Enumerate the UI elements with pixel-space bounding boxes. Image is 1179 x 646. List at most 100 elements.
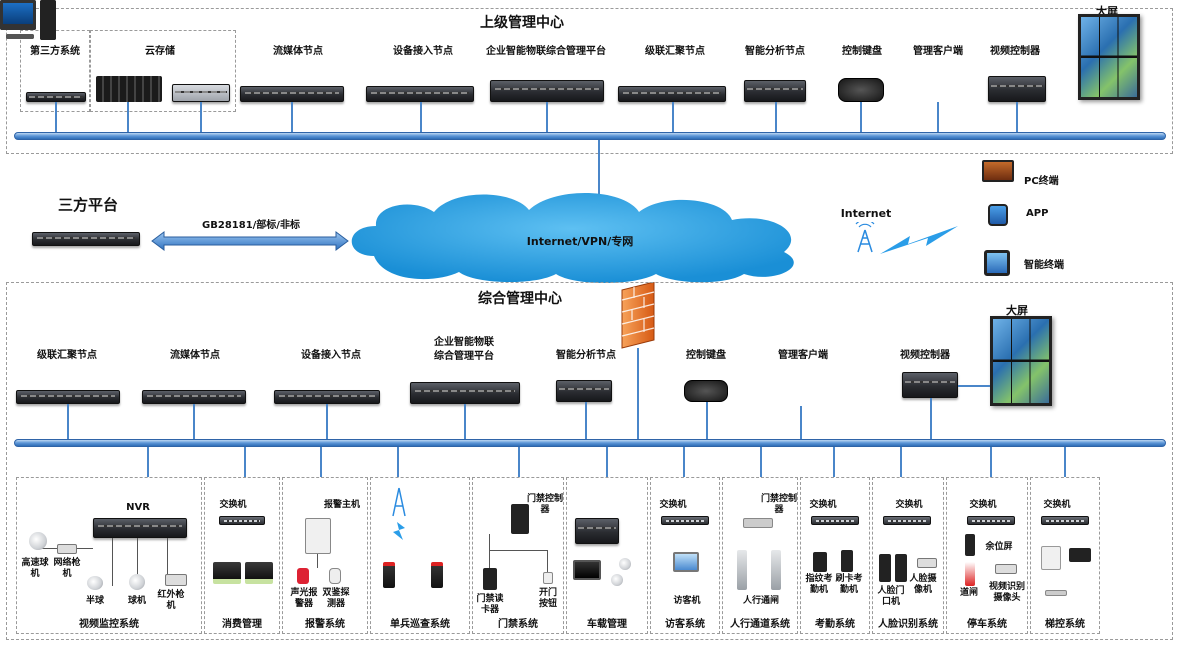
fingerprint-terminal bbox=[813, 552, 827, 572]
elevator-control-system: 交换机 梯控系统 bbox=[1030, 477, 1100, 634]
face-switch bbox=[883, 516, 931, 525]
access-server bbox=[366, 86, 474, 102]
bottom-video-controller bbox=[902, 372, 958, 398]
bottom-node-label-keyboard: 控制键盘 bbox=[686, 350, 726, 361]
control-keyboard bbox=[838, 78, 884, 102]
drop bbox=[546, 102, 548, 132]
network-bullet-camera bbox=[57, 544, 77, 554]
elevator-system-name: 梯控系统 bbox=[1045, 619, 1085, 630]
antenna-icon bbox=[855, 222, 875, 253]
attendance-switch bbox=[811, 516, 859, 525]
vehicle-dvr bbox=[575, 518, 619, 544]
turnstile-left bbox=[737, 550, 747, 590]
device-label-detector: 双鉴探测器 bbox=[322, 588, 350, 609]
attendance-switch-label: 交换机 bbox=[809, 500, 837, 510]
vehicle-display bbox=[573, 560, 601, 580]
device-label-card: 刷卡考勤机 bbox=[835, 574, 863, 595]
link bbox=[112, 538, 113, 586]
consume-switch bbox=[219, 516, 265, 525]
drop bbox=[930, 398, 932, 439]
drop bbox=[244, 447, 246, 492]
face-system-name: 人脸识别系统 bbox=[878, 619, 938, 630]
patrol-antenna-icon bbox=[392, 487, 406, 540]
drop bbox=[585, 402, 587, 439]
drop bbox=[672, 102, 674, 132]
drop bbox=[67, 404, 69, 439]
bottom-analysis-server bbox=[556, 380, 612, 402]
bottom-access-server bbox=[274, 390, 380, 404]
drop bbox=[800, 406, 802, 439]
protocol-label: GB28181/部标/非标 bbox=[202, 220, 300, 231]
cloud-uplink bbox=[598, 140, 600, 198]
bottom-network-bus bbox=[14, 439, 1166, 447]
infrared-bullet-camera bbox=[165, 574, 187, 586]
elevator-switch bbox=[1041, 516, 1089, 525]
top-node-label-cloud-storage: 云存储 bbox=[145, 46, 175, 57]
bottom-node-label-client: 管理客户端 bbox=[778, 350, 828, 361]
device-label-barrier: 道闸 bbox=[959, 588, 978, 598]
access-control-system: 门禁控制器 门禁读卡器 开门按钮 门禁系统 bbox=[472, 477, 564, 634]
alarm-system-name: 报警系统 bbox=[305, 619, 345, 630]
top-node-label-streaming: 流媒体节点 bbox=[273, 46, 323, 57]
half-dome-camera bbox=[87, 576, 103, 590]
cascade-server bbox=[618, 86, 726, 102]
link bbox=[547, 550, 548, 572]
top-node-label-third-party: 第三方系统 bbox=[30, 46, 80, 57]
dual-detector bbox=[329, 568, 341, 584]
bottom-video-wall bbox=[990, 316, 1052, 406]
elevator-switch-label: 交换机 bbox=[1043, 500, 1071, 510]
vehicle-management-system: 车载管理 bbox=[566, 477, 648, 634]
bottom-title: 综合管理中心 bbox=[478, 291, 562, 307]
face-door-terminal-1 bbox=[879, 554, 891, 582]
drop bbox=[200, 102, 202, 132]
top-node-label-platform: 企业智能物联综合管理平台 bbox=[486, 46, 606, 57]
bottom-wall-label: 大屏 bbox=[1006, 304, 1028, 317]
platform-server bbox=[490, 80, 604, 102]
link bbox=[489, 550, 547, 551]
visitor-switch-label: 交换机 bbox=[659, 500, 687, 510]
device-label-space-display: 余位屏 bbox=[985, 542, 1013, 552]
protocol-arrow bbox=[151, 231, 349, 251]
third-party-platform-server bbox=[32, 232, 140, 246]
bottom-node-label-streaming: 流媒体节点 bbox=[170, 350, 220, 361]
bottom-control-keyboard bbox=[684, 380, 728, 402]
device-label-dome: 球机 bbox=[127, 596, 146, 606]
drop bbox=[860, 102, 862, 132]
drop bbox=[397, 447, 399, 477]
device-label-bullet: 网络枪机 bbox=[53, 558, 81, 579]
drop bbox=[518, 447, 520, 502]
top-video-wall bbox=[1078, 14, 1140, 100]
device-label-button: 开门按钮 bbox=[538, 588, 557, 609]
drop bbox=[760, 447, 762, 491]
bottom-node-label-access: 设备接入节点 bbox=[301, 350, 361, 361]
elevator-relay bbox=[1045, 590, 1067, 596]
door-system-name: 门禁系统 bbox=[498, 619, 538, 630]
nvr-device bbox=[93, 518, 187, 538]
face-camera bbox=[917, 558, 937, 568]
bottom-management-client-pc bbox=[0, 0, 56, 88]
drop bbox=[464, 404, 466, 439]
analysis-server bbox=[744, 80, 806, 102]
drop bbox=[1016, 102, 1018, 132]
visitor-system-name: 访客系统 bbox=[665, 619, 705, 630]
video-controller bbox=[988, 76, 1046, 102]
consume-switch-label: 交换机 bbox=[219, 500, 247, 510]
pedestrian-passage-system: 门禁控制器 人行通闸 人行通道系统 bbox=[722, 477, 798, 634]
device-label-plate-camera: 视频识别摄像头 bbox=[988, 582, 1025, 603]
firewall-drop bbox=[637, 348, 639, 439]
device-label-reader: 门禁读卡器 bbox=[476, 594, 504, 615]
app-phone-icon bbox=[988, 204, 1008, 226]
top-node-label-analysis: 智能分析节点 bbox=[745, 46, 805, 57]
nvr-label: NVR bbox=[126, 502, 150, 513]
vehicle-camera-1 bbox=[619, 558, 631, 570]
cloud-storage-box bbox=[90, 30, 236, 112]
device-label-visitor: 访客机 bbox=[673, 596, 701, 606]
card-terminal bbox=[841, 550, 853, 572]
device-label-fingerprint: 指纹考勤机 bbox=[805, 574, 833, 595]
drop bbox=[193, 404, 195, 439]
video-system-name: 视频监控系统 bbox=[79, 619, 139, 630]
exit-button bbox=[543, 572, 553, 584]
patrol-system-name: 单兵巡查系统 bbox=[390, 619, 450, 630]
vehicle-camera-2 bbox=[611, 574, 623, 586]
third-party-server bbox=[26, 92, 86, 102]
